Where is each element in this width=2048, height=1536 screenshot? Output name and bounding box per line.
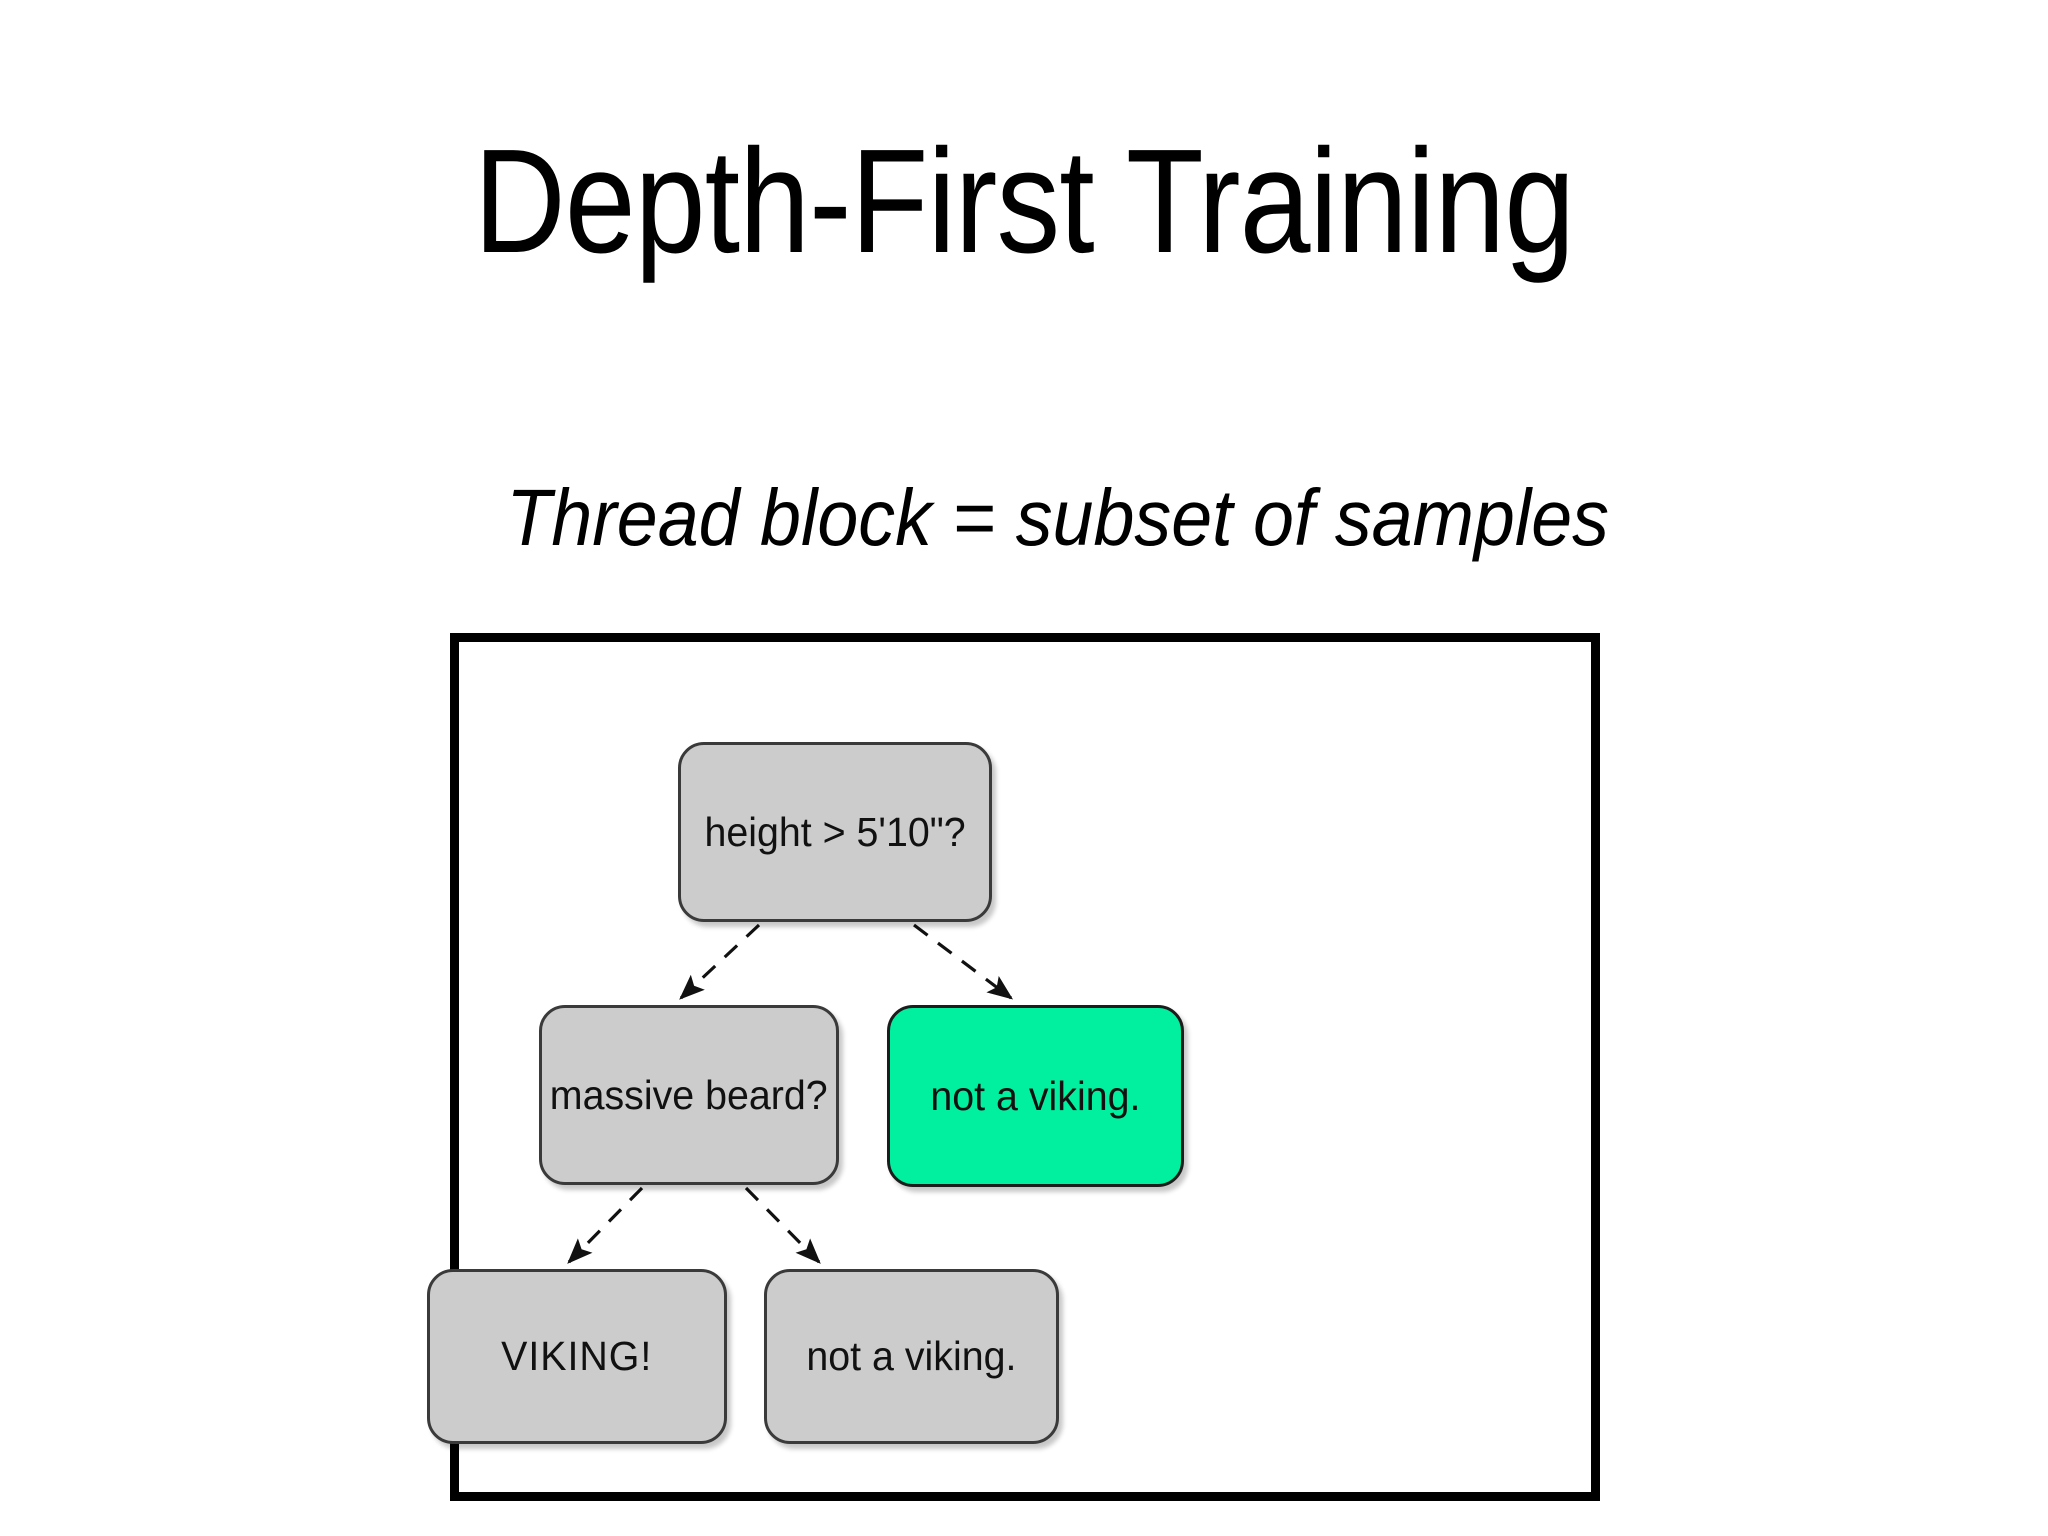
tree-node-label: not a viking. xyxy=(930,1072,1141,1119)
tree-node-label: VIKING! xyxy=(501,1333,653,1379)
tree-node-label: massive beard? xyxy=(550,1071,828,1118)
edge-beard-to-notviking2 xyxy=(744,1186,821,1264)
tree-node-label: not a viking. xyxy=(806,1333,1017,1379)
edge-beard-to-viking xyxy=(567,1186,644,1264)
decision-tree-diagram: height > 5'10"? massive beard? not a vik… xyxy=(427,642,1591,1492)
tree-node-not-a-viking-leaf[interactable]: not a viking. xyxy=(764,1269,1059,1444)
tree-node-not-a-viking-highlighted[interactable]: not a viking. xyxy=(887,1005,1184,1187)
tree-node-label: height > 5'10"? xyxy=(704,808,966,855)
tree-node-root-decision[interactable]: height > 5'10"? xyxy=(678,742,992,922)
tree-node-massive-beard-decision[interactable]: massive beard? xyxy=(539,1005,839,1185)
slide-subtitle: Thread block = subset of samples xyxy=(506,473,1609,562)
page-title: Depth-First Training xyxy=(473,119,1575,284)
diagram-frame: height > 5'10"? massive beard? not a vik… xyxy=(427,633,1600,1501)
tree-node-viking-leaf[interactable]: VIKING! xyxy=(427,1269,727,1444)
edge-root-to-beard xyxy=(679,923,761,1000)
edge-root-to-notviking1 xyxy=(913,923,1014,1000)
